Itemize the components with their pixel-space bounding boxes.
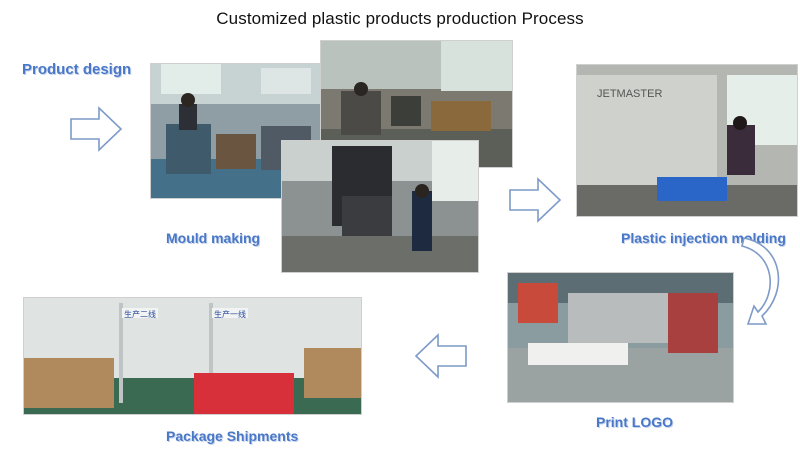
arrow-curved-down xyxy=(738,232,790,336)
line-sign-right: 生产一线 xyxy=(214,309,246,319)
photo-mould-machine xyxy=(281,140,479,273)
arrow-left-1 xyxy=(414,332,468,380)
label-print-logo: Print LOGO xyxy=(596,414,673,430)
photo-injection-machine: JETMASTER xyxy=(576,64,798,217)
label-package-shipments: Package Shipments xyxy=(166,428,299,444)
arrow-right-1 xyxy=(69,105,123,153)
photo-print-machine xyxy=(507,272,734,403)
label-mould-making: Mould making xyxy=(166,230,261,246)
label-product-design: Product design xyxy=(22,61,132,78)
line-sign-left: 生产二线 xyxy=(124,309,156,319)
arrow-right-2 xyxy=(508,176,562,224)
photo-packaging-line: 生产二线 生产一线 xyxy=(23,297,362,415)
machine-brand-text: JETMASTER xyxy=(597,88,662,100)
diagram-title: Customized plastic products production P… xyxy=(216,9,584,28)
